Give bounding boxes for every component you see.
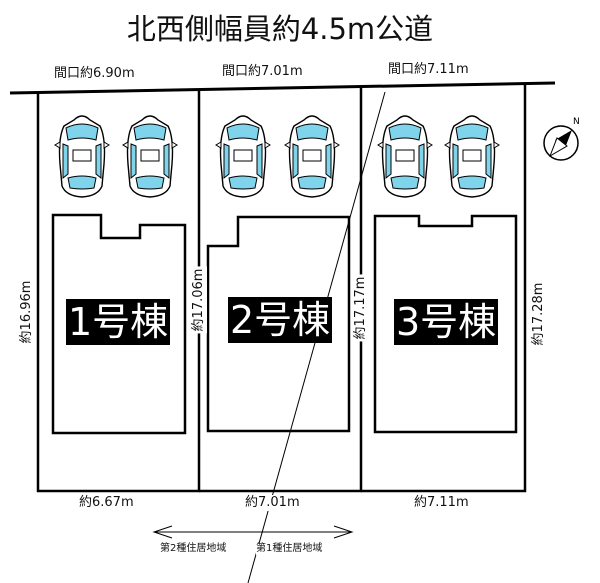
building-1-footprint [51, 213, 187, 435]
building-2-label: 2号棟 [228, 297, 333, 343]
north-label: N [573, 117, 580, 127]
parking-car-1 [54, 115, 110, 198]
parking-car-6 [444, 115, 500, 198]
parking-car-2 [122, 115, 178, 198]
building-1-label: 1号棟 [66, 299, 171, 345]
depth-line-1: 約16.96m [19, 278, 35, 346]
parking-car-3 [215, 115, 271, 198]
north-compass-icon: N [543, 117, 580, 161]
building-3-footprint [373, 214, 518, 434]
frontage-lot-1: 間口約6.90m [52, 66, 137, 82]
zoning-arrow [152, 525, 354, 539]
road-edge-line [9, 81, 556, 95]
rear-width-lot-1: 約6.67m [77, 495, 136, 511]
parking-car-4 [284, 115, 340, 198]
road-title: 北西側幅員約4.5m公道 [126, 12, 434, 46]
building-3-label: 3号棟 [394, 299, 499, 345]
depth-line-3: 約17.17m [353, 274, 369, 342]
rear-width-lot-3: 約7.11m [412, 495, 471, 511]
frontage-lot-3: 間口約7.11m [386, 62, 471, 78]
zoning-label-right: 第1種住居地域 [256, 543, 323, 555]
frontage-lot-2: 間口約7.01m [220, 64, 305, 80]
zoning-label-left: 第2種住居地域 [160, 543, 227, 555]
parking-car-5 [377, 115, 433, 198]
building-2-footprint [206, 215, 351, 433]
rear-width-lot-2: 約7.01m [243, 495, 302, 511]
depth-line-2: 約17.06m [191, 266, 207, 334]
depth-line-4: 約17.28m [531, 280, 547, 348]
